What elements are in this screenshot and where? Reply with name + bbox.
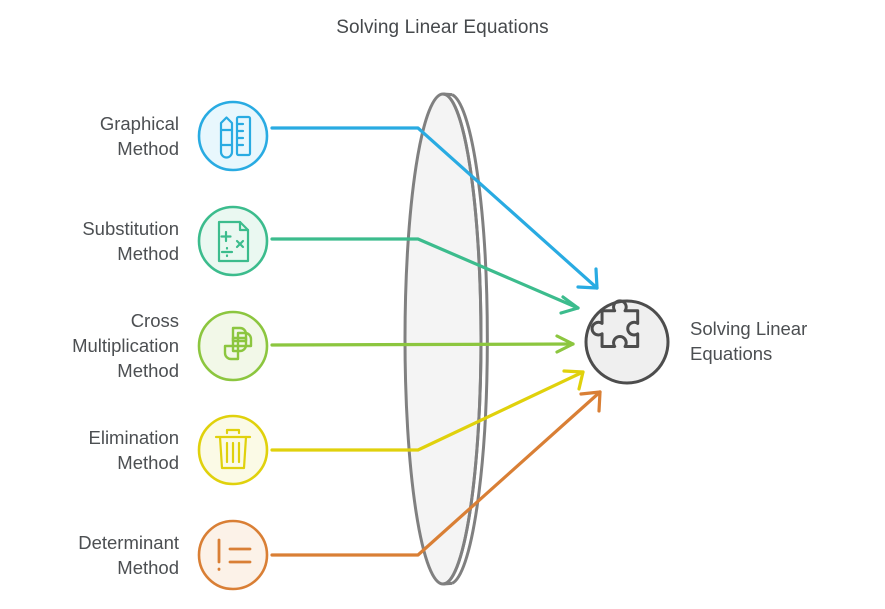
connector-elimination	[270, 369, 585, 452]
arrowhead-substitution	[559, 295, 580, 315]
node-circle-substitution[interactable]	[197, 205, 269, 277]
node-target-solving-linear-equations[interactable]	[584, 299, 670, 385]
label-graphical-method: Graphical Method	[99, 113, 179, 159]
disc-edge-arc-inner	[442, 92, 483, 586]
disc-funnel-shape	[403, 92, 489, 586]
node-circle-determinant[interactable]	[197, 519, 269, 591]
connector-graphical	[270, 126, 599, 290]
label-elimination-method: Elimination Method	[88, 427, 180, 473]
puzzle-piece-icon	[590, 299, 640, 348]
node-cross-multiplication-method[interactable]	[197, 310, 269, 382]
page-title: Solving Linear Equations	[336, 17, 549, 38]
exclamation-lines-icon	[217, 538, 252, 571]
math-document-icon	[217, 220, 250, 263]
interlocking-cross-icon	[223, 326, 253, 361]
pencil-ruler-icon	[219, 115, 252, 159]
arrowhead-graphical	[576, 267, 599, 290]
node-elimination-method[interactable]	[197, 414, 269, 486]
node-substitution-method[interactable]	[197, 205, 269, 277]
disc-edge-arc-outer	[451, 93, 489, 585]
connector-determinant	[270, 390, 602, 557]
arrowhead-determinant	[579, 390, 602, 413]
label-determinant-method: Determinant Method	[78, 532, 179, 578]
trash-bin-icon	[214, 428, 252, 470]
label-cross-multiplication-method: Cross Multiplication Method	[72, 310, 179, 381]
arrowhead-elimination	[562, 369, 585, 391]
node-graphical-method[interactable]	[197, 100, 269, 172]
node-determinant-method[interactable]	[197, 519, 269, 591]
disc-edge-caps	[442, 92, 453, 586]
connector-cross-multiplication	[270, 334, 575, 354]
connector-substitution	[270, 237, 580, 315]
label-substitution-method: Substitution Method	[82, 218, 179, 264]
arrowhead-cross-multiplication	[555, 334, 575, 354]
label-target-node: Solving Linear Equations	[690, 318, 808, 364]
